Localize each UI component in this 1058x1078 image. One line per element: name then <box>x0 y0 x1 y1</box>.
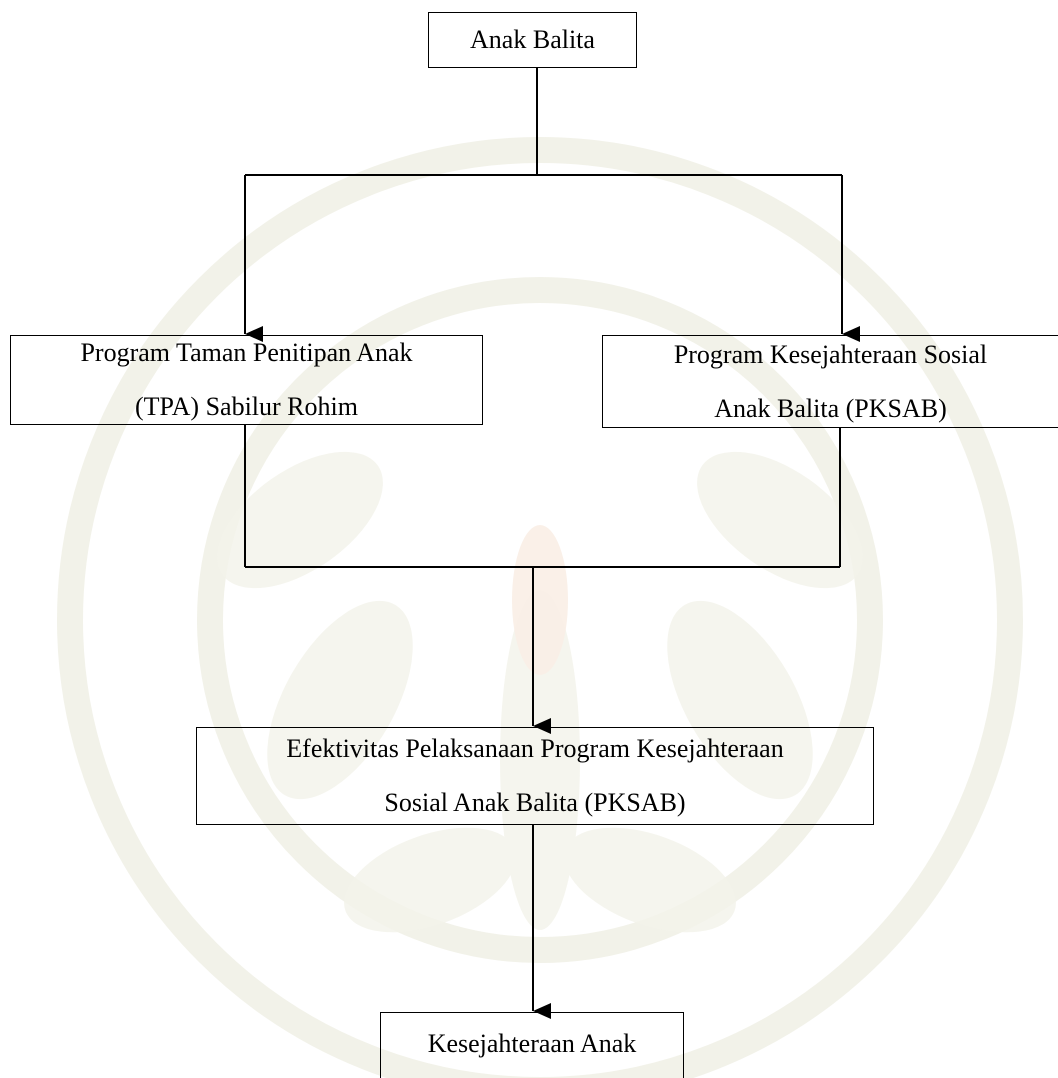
node-label-line-1: Program Kesejahteraan Sosial <box>673 339 988 369</box>
node-label-line-2: Sosial Anak Balita (PKSAB) <box>384 788 686 817</box>
node-label-line-2: Anak Balita (PKSAB) <box>714 393 947 423</box>
node-anak-balita: Anak Balita <box>428 12 637 68</box>
node-label: Kesejahteraan Anak <box>427 1029 637 1058</box>
node-label-line-1: Program Taman Penitipan Anak <box>80 338 413 367</box>
node-label-line-1: Efektivitas Pelaksanaan Program Kesejaht… <box>286 734 784 763</box>
node-kesejahteraan-anak: Kesejahteraan Anak <box>380 1012 684 1078</box>
node-program-tpa: Program Taman Penitipan Anak (TPA) Sabil… <box>10 335 483 425</box>
node-program-pksab: Program Kesejahteraan Sosial Anak Balita… <box>602 335 1058 428</box>
node-label-line-2: (TPA) Sabilur Rohim <box>135 392 358 421</box>
node-label: Anak Balita <box>470 25 595 54</box>
node-efektivitas-pksab: Efektivitas Pelaksanaan Program Kesejaht… <box>196 727 874 825</box>
